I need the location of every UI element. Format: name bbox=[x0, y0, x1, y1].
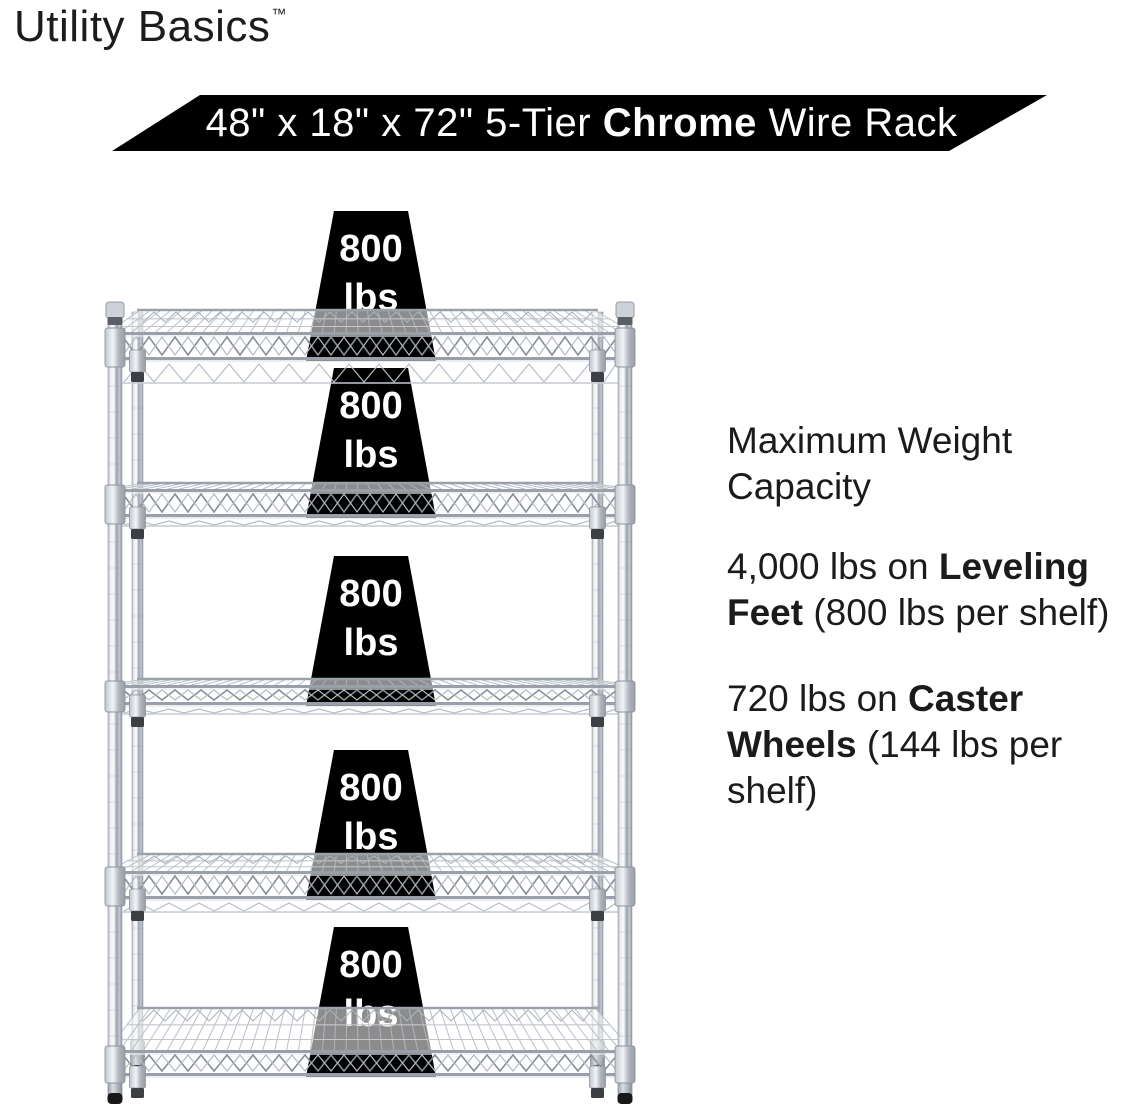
weight-unit: lbs bbox=[343, 433, 399, 476]
title-prefix: 48" x 18" x 72" 5-Tier bbox=[205, 100, 603, 145]
weight-badge-shelf-1: 800 lbs bbox=[306, 211, 436, 361]
weight-value: 800 bbox=[339, 228, 403, 270]
trademark-symbol: ™ bbox=[271, 6, 287, 24]
weight-value: 800 bbox=[339, 573, 403, 615]
capacity-text: (800 lbs per shelf) bbox=[803, 592, 1110, 633]
brand-name: Utility Basics bbox=[14, 2, 271, 51]
weight-badge-shelf-2: 800 lbs bbox=[306, 368, 436, 518]
capacity-caster-wheels: 720 lbs on Caster Wheels (144 lbs per sh… bbox=[727, 676, 1125, 814]
weight-unit: lbs bbox=[343, 276, 399, 319]
weight-badge-shelf-5: 800 lbs bbox=[306, 927, 436, 1077]
weight-badge-shelf-4: 800 lbs bbox=[306, 750, 436, 900]
weight-value: 800 bbox=[339, 767, 403, 809]
weight-value: 800 bbox=[339, 944, 403, 986]
product-title-banner: 48" x 18" x 72" 5-Tier Chrome Wire Rack bbox=[112, 95, 1047, 151]
title-highlight: Chrome bbox=[602, 100, 757, 145]
capacity-heading: Maximum Weight Capacity bbox=[727, 420, 1013, 507]
brand-logo: Utility Basics™ bbox=[14, 2, 286, 52]
weight-badge-shelf-3: 800 lbs bbox=[306, 556, 436, 706]
title-suffix: Wire Rack bbox=[756, 100, 958, 145]
weight-unit: lbs bbox=[343, 815, 399, 858]
capacity-bold: Caster Wheels bbox=[727, 678, 1024, 765]
capacity-text: 4,000 lbs on bbox=[727, 546, 939, 587]
weight-unit: lbs bbox=[343, 992, 399, 1035]
capacity-leveling-feet: 4,000 lbs on Leveling Feet (800 lbs per … bbox=[727, 544, 1125, 636]
capacity-info: Maximum Weight Capacity 4,000 lbs on Lev… bbox=[727, 418, 1125, 854]
weight-unit: lbs bbox=[343, 621, 399, 664]
product-title: 48" x 18" x 72" 5-Tier Chrome Wire Rack bbox=[206, 101, 958, 146]
capacity-bold: Leveling Feet bbox=[727, 546, 1089, 633]
weight-value: 800 bbox=[339, 385, 403, 427]
capacity-text: 720 lbs on bbox=[727, 678, 909, 719]
capacity-text: (144 lbs per shelf) bbox=[727, 724, 1063, 811]
